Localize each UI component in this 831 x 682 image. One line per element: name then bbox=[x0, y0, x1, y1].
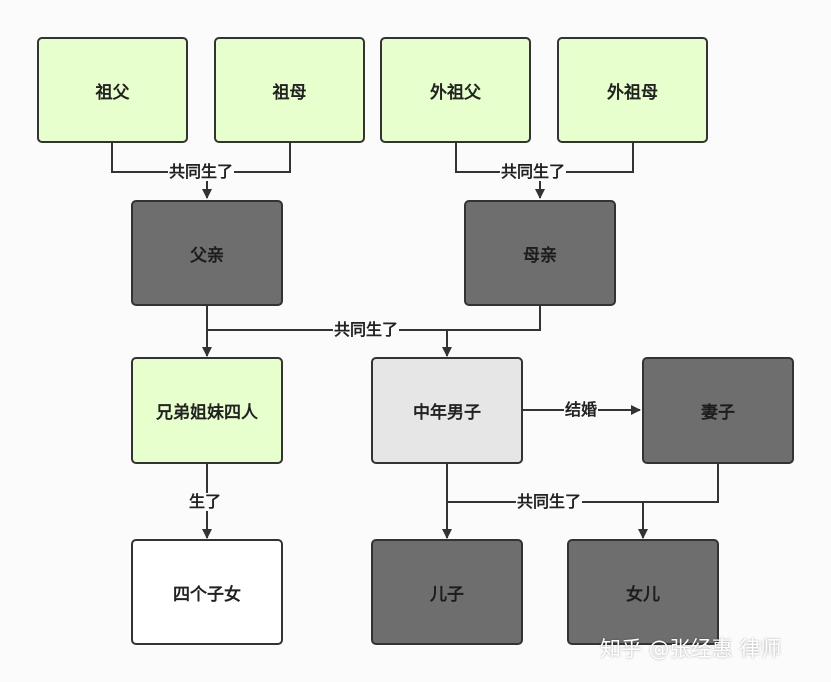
node-daughter: 女儿 bbox=[567, 539, 719, 645]
node-father: 父亲 bbox=[131, 200, 283, 306]
node-maternal-grandfather: 外祖父 bbox=[380, 37, 531, 143]
watermark: 知乎 @张经惠 律师 bbox=[600, 637, 782, 661]
edge-wife-to-daughter bbox=[447, 463, 719, 538]
edge-label-paternal: 共同生了 bbox=[168, 162, 235, 181]
node-mother: 母亲 bbox=[464, 200, 616, 306]
node-wife: 妻子 bbox=[642, 357, 794, 464]
node-siblings: 兄弟姐妹四人 bbox=[131, 357, 283, 464]
node-middle-aged-man: 中年男子 bbox=[371, 357, 523, 464]
node-grandmother: 祖母 bbox=[214, 37, 365, 143]
edge-label-siblings-birth: 生了 bbox=[188, 492, 223, 511]
node-four-children: 四个子女 bbox=[131, 539, 283, 645]
edge-mother-to-man bbox=[207, 305, 541, 356]
edge-label-parents: 共同生了 bbox=[333, 320, 400, 339]
node-grandfather: 祖父 bbox=[37, 37, 188, 143]
edge-label-maternal: 共同生了 bbox=[500, 162, 567, 181]
edge-maternal-grandmother-to-mother bbox=[535, 142, 634, 199]
edge-label-couple: 共同生了 bbox=[516, 492, 583, 511]
edge-grandmother-to-father bbox=[202, 142, 291, 199]
node-maternal-grandmother: 外祖母 bbox=[557, 37, 708, 143]
edge-label-married: 结婚 bbox=[564, 400, 599, 419]
node-son: 儿子 bbox=[371, 539, 523, 645]
